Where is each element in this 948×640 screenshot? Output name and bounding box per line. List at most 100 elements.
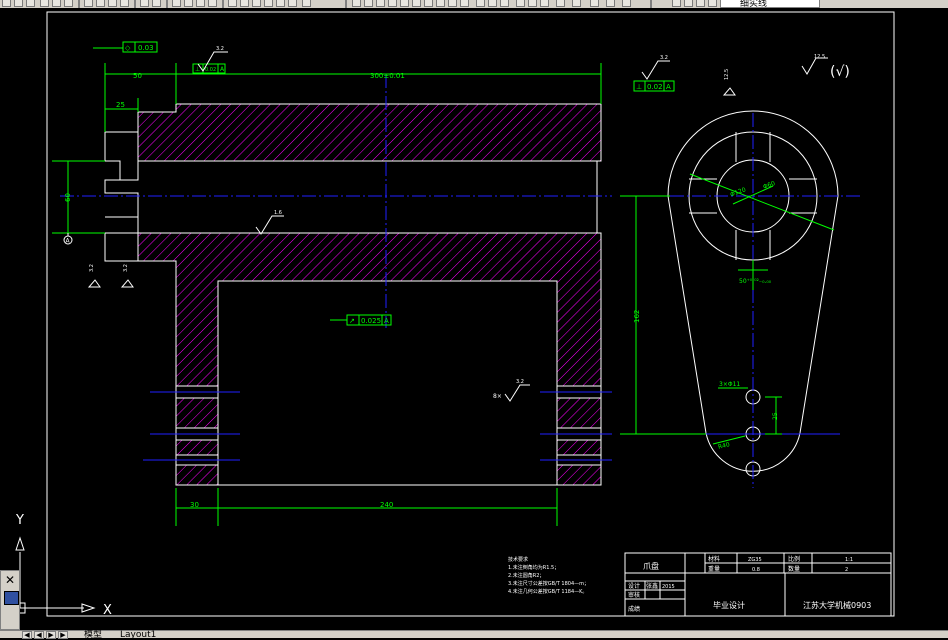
- drawing-canvas[interactable]: 50 25 300±0.01 60 30 240 ◇ 0.03 ⊥ 0.02 A…: [0, 8, 948, 630]
- zoom-extents2-icon[interactable]: [460, 0, 469, 7]
- layers-icon[interactable]: [672, 0, 681, 7]
- roughness-label: 3.2: [123, 264, 129, 272]
- layer-previous-icon[interactable]: [540, 0, 549, 7]
- dim-25: 25: [116, 101, 125, 109]
- grid-icon[interactable]: [556, 0, 565, 7]
- palette-icon[interactable]: [4, 591, 19, 605]
- sun-icon[interactable]: [696, 0, 705, 7]
- preview-icon[interactable]: [52, 0, 61, 7]
- calculator-icon[interactable]: [288, 0, 297, 7]
- tab-model[interactable]: 模型: [84, 630, 103, 640]
- side-dimensions: [620, 173, 835, 445]
- layer-manager-icon[interactable]: [516, 0, 525, 7]
- toolbar-separator: [134, 0, 136, 8]
- general-roughness: 12.5 (√): [801, 54, 850, 80]
- toolbar-separator: [345, 0, 347, 8]
- zoom-window-icon[interactable]: [196, 0, 205, 7]
- save-icon[interactable]: [26, 0, 35, 7]
- redo-icon[interactable]: [152, 0, 161, 7]
- publish-icon[interactable]: [64, 0, 73, 7]
- svg-text:A: A: [666, 83, 671, 91]
- svg-text:0.02: 0.02: [647, 83, 663, 91]
- zoom-out-icon[interactable]: [376, 0, 385, 7]
- scale-value: 1:1: [845, 557, 853, 563]
- help-icon[interactable]: [302, 0, 311, 7]
- sheetset-icon[interactable]: [264, 0, 273, 7]
- ucs-y-label: Y: [15, 513, 24, 528]
- svg-text:◇: ◇: [125, 44, 131, 52]
- table-style-icon[interactable]: [500, 0, 509, 7]
- roughness-label: 3.2: [516, 379, 524, 385]
- notes-line: 2.未注圆角R2；: [508, 572, 544, 579]
- zoom-previous-icon[interactable]: [208, 0, 217, 7]
- roughness-label: 3.2: [660, 55, 668, 61]
- notes-line: 3.未注尺寸公差按GB/T 1804—m；: [508, 580, 589, 587]
- close-icon[interactable]: ✕: [5, 573, 16, 587]
- layout-tabbar: ◀ ◀ ▶ ▶ 模型 Layout1: [0, 630, 948, 640]
- toolbar-separator: [222, 0, 224, 8]
- weight-label: 重量: [708, 565, 720, 573]
- dim-300: 300±0.01: [370, 72, 405, 80]
- dim-240: 240: [380, 501, 393, 509]
- scale-label: 比例: [788, 555, 800, 563]
- text-style-icon[interactable]: [476, 0, 485, 7]
- standard-toolbar: 细实线: [0, 0, 948, 8]
- markup-icon[interactable]: [276, 0, 285, 7]
- snap-icon[interactable]: [572, 0, 581, 7]
- front-dimensions: [52, 63, 602, 526]
- paste-icon[interactable]: [108, 0, 117, 7]
- cut-icon[interactable]: [84, 0, 93, 7]
- svg-text:12.5: 12.5: [814, 54, 825, 60]
- roughness-label: 3.2: [216, 46, 224, 52]
- zoom-in-icon[interactable]: [364, 0, 373, 7]
- zoom-object-icon[interactable]: [424, 0, 433, 7]
- hub-step-lines: [105, 161, 139, 218]
- zoom-realtime-icon[interactable]: [184, 0, 193, 7]
- undo-icon[interactable]: [140, 0, 149, 7]
- svg-text:(√): (√): [830, 64, 850, 80]
- properties-icon[interactable]: [228, 0, 237, 7]
- lock-icon[interactable]: [708, 0, 717, 7]
- technical-notes: 技术要求 1.未注倒角均为R1.5； 2.未注圆角R2； 3.未注尺寸公差按GB…: [508, 556, 589, 595]
- svg-text:0.03: 0.03: [138, 44, 154, 52]
- gdt-frame-top-left: ◇ 0.03: [93, 41, 158, 53]
- layer-dropdown[interactable]: [720, 0, 820, 8]
- zoom-all-icon[interactable]: [388, 0, 397, 7]
- open-icon[interactable]: [14, 0, 23, 7]
- dim-50: 50: [133, 72, 142, 80]
- tool-palette-panel[interactable]: ✕: [0, 570, 20, 630]
- svg-text:⊥: ⊥: [636, 83, 642, 91]
- bulb-icon[interactable]: [684, 0, 693, 7]
- pan-icon[interactable]: [172, 0, 181, 7]
- gdt-frame-mid: ↗ 0.025 A: [330, 314, 392, 326]
- check-label: 审核: [628, 591, 640, 599]
- table-icon[interactable]: [606, 0, 615, 7]
- toolbar-separator: [166, 0, 168, 8]
- front-view: [60, 74, 612, 486]
- dim-hole-pitch: R40: [717, 441, 730, 451]
- copy-icon[interactable]: [96, 0, 105, 7]
- zoom-scale-icon[interactable]: [400, 0, 409, 7]
- toolpalette-icon[interactable]: [252, 0, 261, 7]
- gdt-frame-right: ⊥ 0.02 A: [633, 80, 675, 92]
- roughness-prefix: 8×: [493, 393, 502, 400]
- zoom-dynamic-icon[interactable]: [436, 0, 445, 7]
- zoom-extents-icon[interactable]: [352, 0, 361, 7]
- print-icon[interactable]: [40, 0, 49, 7]
- zoom-window2-icon[interactable]: [448, 0, 457, 7]
- multiline-text-icon[interactable]: [622, 0, 631, 7]
- inner-cavity: [217, 280, 558, 486]
- side-view: [620, 110, 860, 488]
- tab-layout1[interactable]: Layout1: [120, 630, 157, 640]
- design-date: 2015: [662, 584, 675, 590]
- matchprop-icon[interactable]: [120, 0, 129, 7]
- new-icon[interactable]: [2, 0, 11, 7]
- material-label: 材料: [708, 555, 720, 563]
- layer-state-icon[interactable]: [528, 0, 537, 7]
- dim-style-icon[interactable]: [488, 0, 497, 7]
- material-value: ZG35: [748, 557, 762, 563]
- designcenter-icon[interactable]: [240, 0, 249, 7]
- zoom-center-icon[interactable]: [412, 0, 421, 7]
- ortho-icon[interactable]: [590, 0, 599, 7]
- approve-label: 成绩: [628, 605, 640, 613]
